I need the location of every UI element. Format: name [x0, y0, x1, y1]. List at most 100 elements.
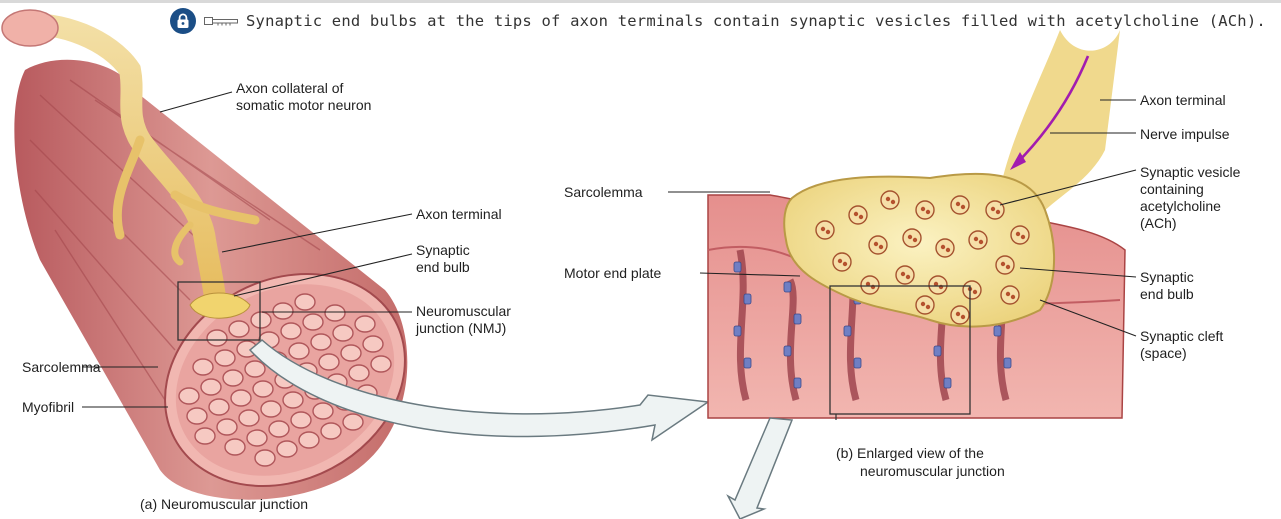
- synaptic-vesicle: [986, 201, 1004, 219]
- myofibril: [283, 392, 303, 408]
- ach-receptor: [1004, 358, 1011, 368]
- label-axon-terminal-a: Axon terminal: [416, 206, 502, 223]
- myofibril: [229, 321, 249, 337]
- myofibril: [195, 428, 215, 444]
- panel-b-caption-line2: neuromuscular junction: [836, 462, 1005, 480]
- synaptic-vesicle: [833, 253, 851, 271]
- myofibril: [207, 330, 227, 346]
- ach-receptor: [794, 378, 801, 388]
- myofibril: [209, 399, 229, 415]
- label-axon-terminal-b: Axon terminal: [1140, 92, 1226, 109]
- myofibril: [201, 379, 221, 395]
- label-myofibril: Myofibril: [22, 399, 74, 416]
- myofibril: [217, 419, 237, 435]
- myofibril: [245, 361, 265, 377]
- label-nmj-line1: Neuromuscular: [416, 303, 511, 320]
- ach-receptor: [934, 346, 941, 356]
- synaptic-vesicle: [869, 236, 887, 254]
- panel-a-caption: (a) Neuromuscular junction: [140, 495, 308, 513]
- label-sarcolemma-b: Sarcolemma: [564, 184, 643, 201]
- myofibril: [255, 450, 275, 466]
- myofibril: [363, 336, 383, 352]
- myofibril: [311, 334, 331, 350]
- myofibril: [225, 439, 245, 455]
- ach-receptor: [794, 314, 801, 324]
- myofibril: [321, 423, 341, 439]
- myofibril: [325, 305, 345, 321]
- synaptic-vesicle: [861, 276, 879, 294]
- label-nerve-impulse: Nerve impulse: [1140, 126, 1229, 143]
- ach-receptor: [744, 294, 751, 304]
- myofibril: [295, 294, 315, 310]
- synaptic-vesicle: [903, 229, 921, 247]
- label-synaptic-vesicle-line4: (ACh): [1140, 215, 1240, 232]
- myofibril: [303, 314, 323, 330]
- panel-b-caption-line1: (b) Enlarged view of the: [836, 444, 1005, 462]
- label-synaptic-cleft-line2: (space): [1140, 345, 1223, 362]
- synaptic-vesicle: [996, 256, 1014, 274]
- myofibril: [179, 388, 199, 404]
- label-synaptic-end-bulb-b-line2: end bulb: [1140, 286, 1194, 303]
- label-motor-end-plate: Motor end plate: [564, 265, 661, 282]
- myofibril: [371, 356, 391, 372]
- synaptic-vesicle: [1011, 226, 1029, 244]
- synaptic-vesicle: [1001, 286, 1019, 304]
- synaptic-vesicle: [951, 196, 969, 214]
- myofibril: [193, 359, 213, 375]
- label-nmj-line2: junction (NMJ): [416, 320, 511, 337]
- myofibril: [289, 343, 309, 359]
- myofibril: [319, 354, 339, 370]
- ach-receptor: [944, 378, 951, 388]
- myofibril: [253, 381, 273, 397]
- synaptic-vesicle: [936, 239, 954, 257]
- synaptic-vesicle: [849, 206, 867, 224]
- ach-receptor: [844, 326, 851, 336]
- label-synaptic-vesicle: Synaptic vesicle containing acetylcholin…: [1140, 164, 1240, 232]
- label-synaptic-vesicle-line2: containing: [1140, 181, 1240, 198]
- myofibril: [273, 303, 293, 319]
- myofibril: [215, 350, 235, 366]
- ach-receptor: [734, 262, 741, 272]
- myofibril: [223, 370, 243, 386]
- synaptic-vesicle: [916, 296, 934, 314]
- ach-receptor: [994, 326, 1001, 336]
- label-synaptic-end-bulb-a: Synaptic end bulb: [416, 242, 470, 276]
- myofibril: [281, 323, 301, 339]
- ach-receptor: [784, 282, 791, 292]
- label-synaptic-cleft-line1: Synaptic cleft: [1140, 328, 1223, 345]
- synaptic-vesicle: [929, 276, 947, 294]
- label-synaptic-end-bulb-b-line1: Synaptic: [1140, 269, 1194, 286]
- myofibril: [269, 421, 289, 437]
- myofibril: [299, 432, 319, 448]
- myofibril: [247, 430, 267, 446]
- label-axon-collateral-line1: Axon collateral of: [236, 80, 371, 97]
- label-sarcolemma-a: Sarcolemma: [22, 359, 101, 376]
- myofibril: [333, 325, 353, 341]
- synaptic-vesicle: [969, 231, 987, 249]
- label-synaptic-end-bulb-a-line2: end bulb: [416, 259, 470, 276]
- label-synaptic-vesicle-line3: acetylcholine: [1140, 198, 1240, 215]
- myofibril: [261, 401, 281, 417]
- synaptic-vesicle: [816, 221, 834, 239]
- synaptic-vesicle: [951, 306, 969, 324]
- panel-b-caption: (b) Enlarged view of the neuromuscular j…: [836, 444, 1005, 480]
- downward-pointer-arrow: [728, 418, 792, 519]
- myofibril: [187, 408, 207, 424]
- label-nmj: Neuromuscular junction (NMJ): [416, 303, 511, 337]
- label-synaptic-end-bulb-a-line1: Synaptic: [416, 242, 470, 259]
- myofibril: [355, 316, 375, 332]
- label-axon-collateral-line2: somatic motor neuron: [236, 97, 371, 114]
- label-synaptic-cleft: Synaptic cleft (space): [1140, 328, 1223, 362]
- ach-receptor: [784, 346, 791, 356]
- label-synaptic-end-bulb-b: Synaptic end bulb: [1140, 269, 1194, 303]
- synaptic-vesicle: [916, 201, 934, 219]
- myofibril: [349, 365, 369, 381]
- label-axon-collateral: Axon collateral of somatic motor neuron: [236, 80, 371, 114]
- myofibril: [313, 403, 333, 419]
- myofibril: [231, 390, 251, 406]
- myofibril: [343, 414, 363, 430]
- myofibril: [251, 312, 271, 328]
- synaptic-vesicle: [881, 191, 899, 209]
